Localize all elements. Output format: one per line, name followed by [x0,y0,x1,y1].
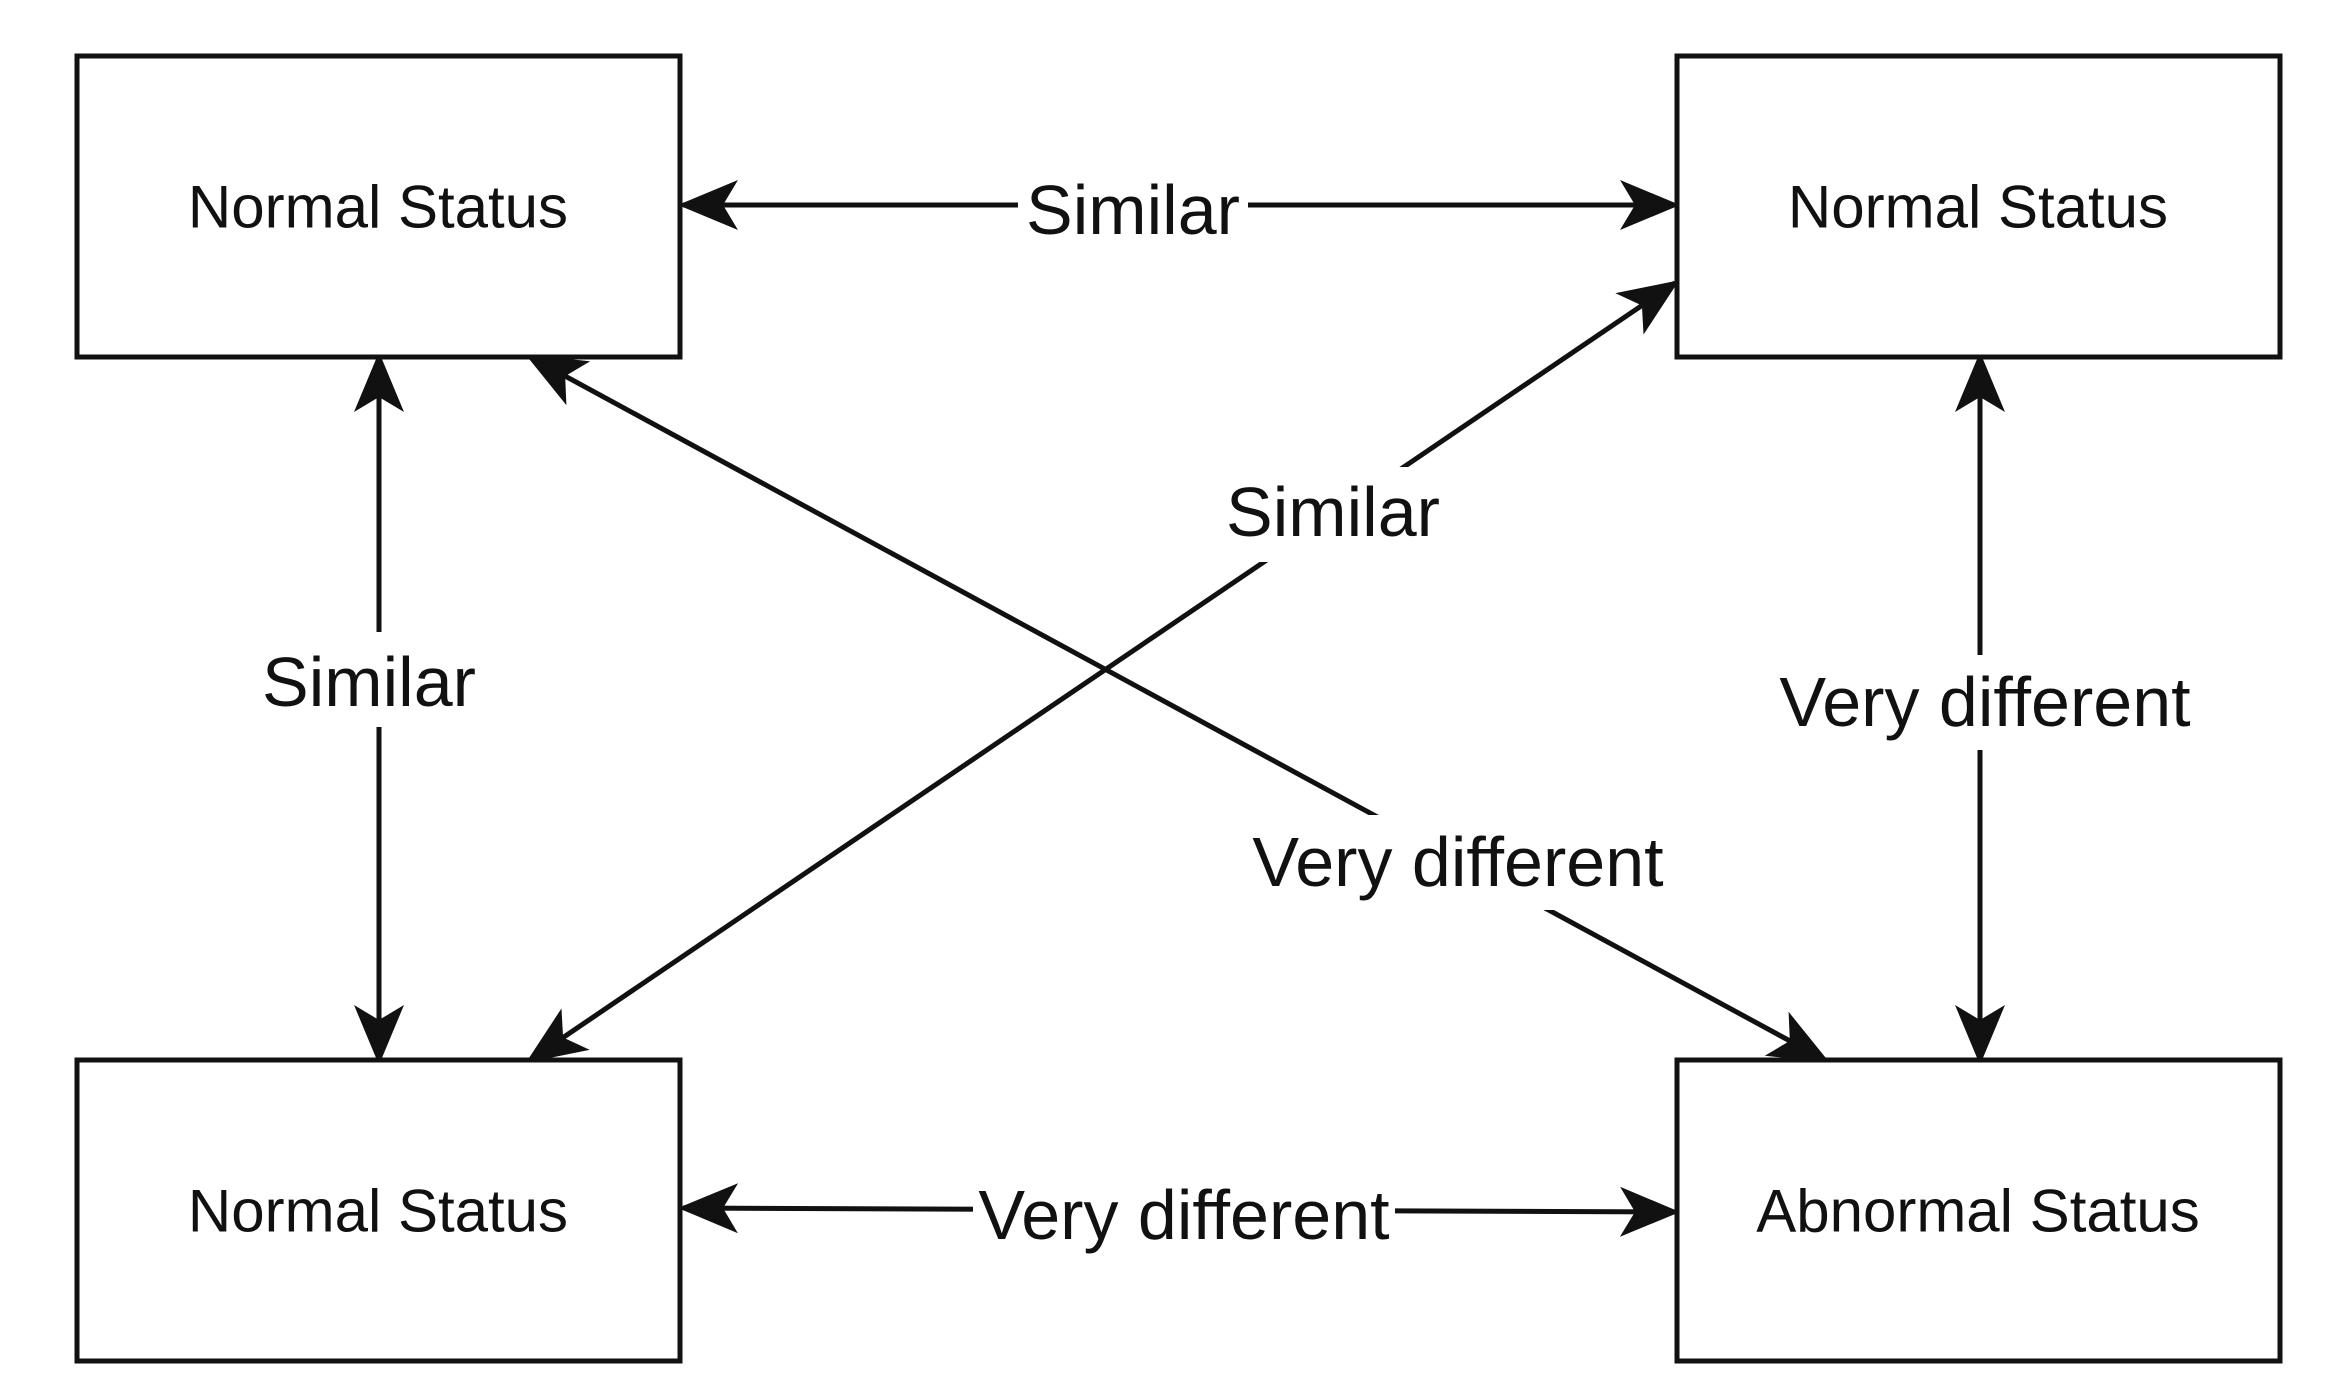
edge-diag-down-line [525,354,1830,1063]
edge-right-label: Very different [1779,663,2190,741]
node-bottom-right-label: Abnormal Status [1756,1178,2200,1245]
edge-diag-up-line [525,280,1680,1063]
edge-top-label: Similar [1026,171,1240,249]
edge-bottom-label: Very different [978,1176,1389,1254]
node-bottom-left: Normal Status [74,1057,683,1364]
edge-left-label: Similar [262,643,476,721]
edge-labels: Similar Similar Similar Very different V… [255,170,2191,1258]
node-bottom-left-label: Normal Status [188,1178,568,1245]
node-top-right-label: Normal Status [1788,174,2168,241]
node-top-left-label: Normal Status [188,174,568,241]
node-bottom-right: Abnormal Status [1674,1057,2283,1364]
node-top-right: Normal Status [1674,53,2283,360]
node-top-left: Normal Status [74,53,683,360]
edge-diag-down-label: Very different [1252,823,1663,901]
edge-diag-up-label: Similar [1226,473,1440,551]
